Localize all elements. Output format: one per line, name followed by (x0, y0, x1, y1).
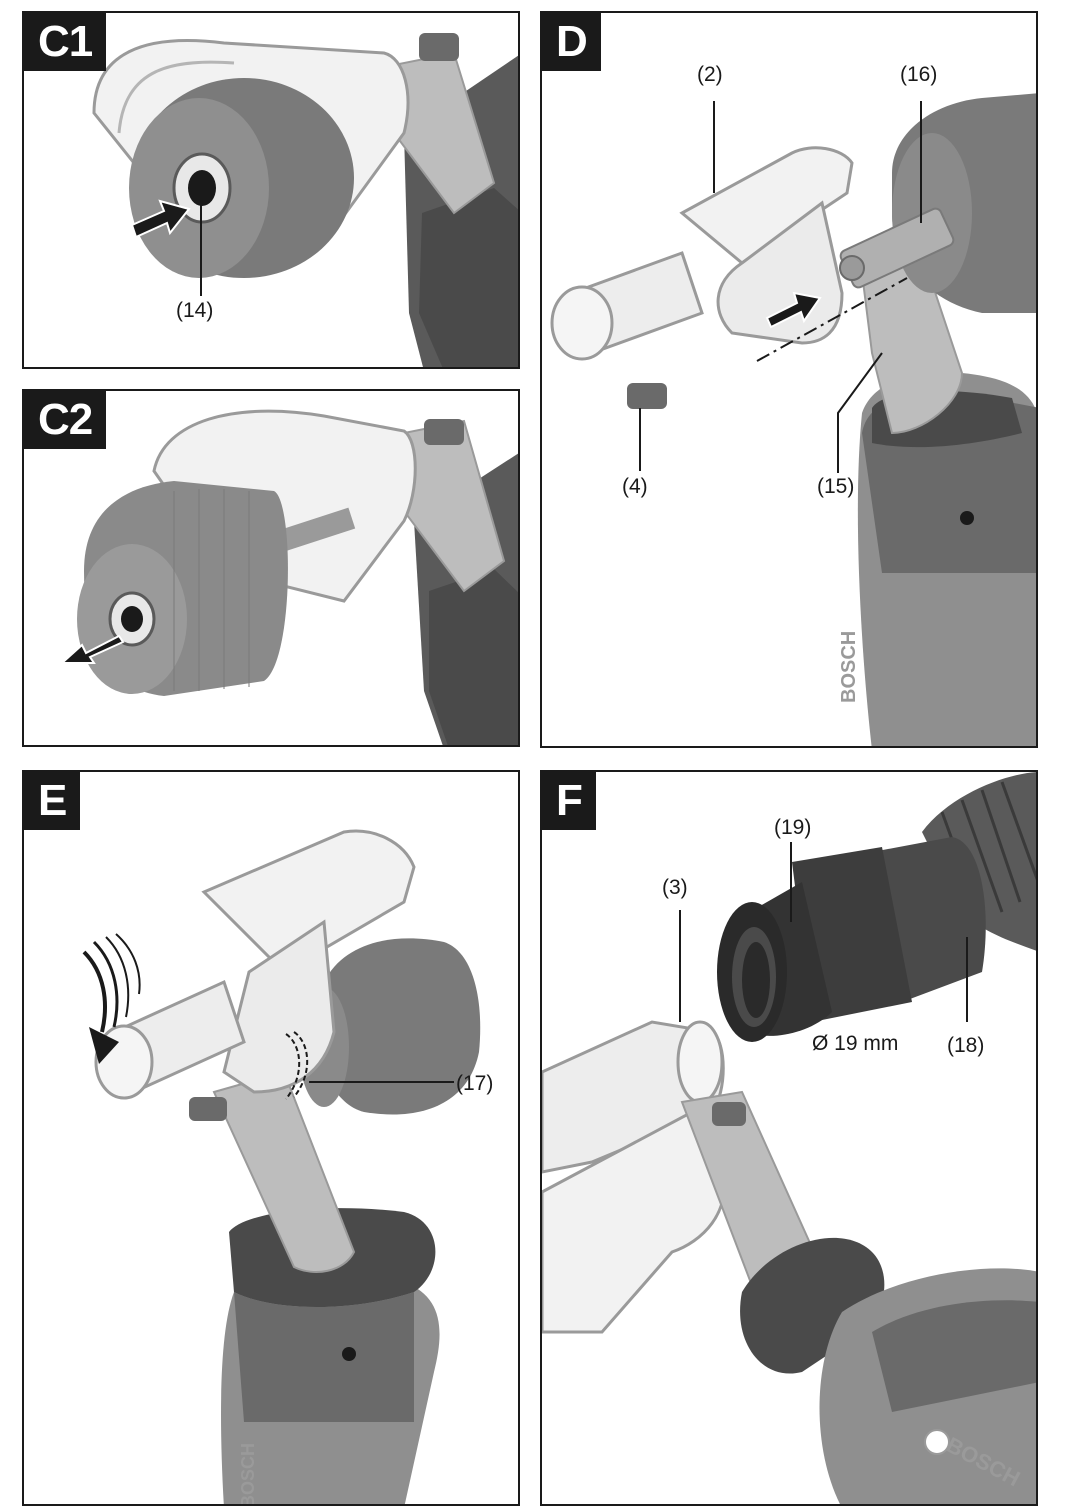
push-arrow-icon (765, 291, 822, 329)
bosch-logo-icon: BOSCH (838, 630, 860, 703)
panel-tag-c2: C2 (24, 391, 107, 449)
c2-illustration (59, 409, 518, 745)
label-16: (16) (900, 63, 938, 86)
pull-arrow-icon (59, 634, 125, 664)
panel-c2: C2 (22, 389, 520, 747)
panel-c1: C1 (14) (22, 11, 520, 369)
panel-tag-e: E (24, 772, 81, 830)
bosch-logo-icon: BOSCH (238, 1442, 258, 1506)
label-19: (19) (774, 816, 812, 839)
diameter-label: Ø 19 mm (812, 1032, 899, 1055)
push-arrow-icon (130, 199, 191, 239)
panel-tag-c1: C1 (24, 13, 107, 71)
panel-tag-f: F (542, 772, 596, 830)
panel-f: F (19) (3) (18) Ø 19 mm BOSCH (540, 770, 1038, 1506)
panel-tag-d: D (542, 13, 601, 71)
label-4: (4) (622, 475, 648, 498)
d-illustration (550, 93, 1036, 746)
label-15: (15) (817, 475, 855, 498)
label-17: (17) (456, 1072, 494, 1095)
label-3: (3) (662, 876, 688, 899)
label-18: (18) (947, 1034, 985, 1057)
e-illustration (82, 829, 481, 1504)
label-14: (14) (176, 299, 214, 322)
label-2: (2) (697, 63, 723, 86)
f-illustration (542, 772, 1036, 1504)
rotate-arrow-icon (82, 933, 141, 1064)
panel-e: E (17) BOSCH (22, 770, 520, 1506)
panel-d: D (2) (16) (4) (15) BOSCH (540, 11, 1038, 748)
c1-illustration (92, 33, 518, 367)
